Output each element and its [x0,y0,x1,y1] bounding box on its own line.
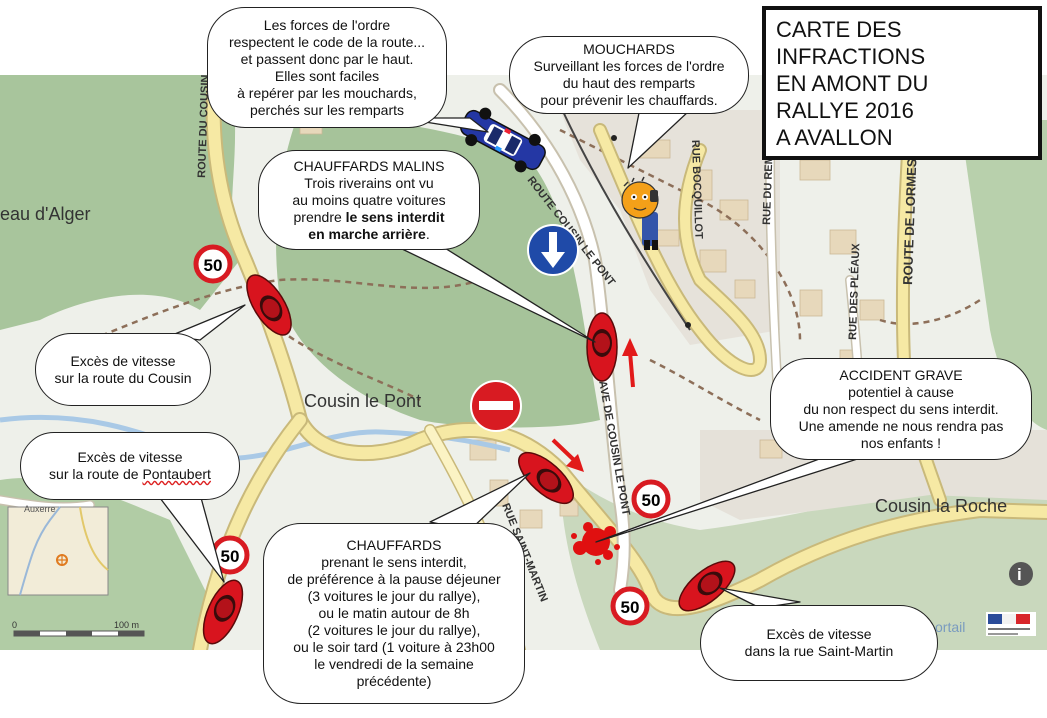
speed-limit-value: 50 [221,547,240,566]
republic-logo-icon [986,612,1036,636]
no-entry-sign [470,380,522,432]
footpaths [39,128,981,422]
bubble-text: prendre [293,208,346,225]
road-label: RUE BOCQUILLOT [689,140,704,240]
bubble-line: Les forces de l'ordre [263,16,391,33]
bubble-text: Pontaubert [142,466,211,482]
bubble-line: du non respect du sens interdit. [803,400,999,417]
direction-arrow-icon [622,338,638,388]
bubble-line: pour prévenir les chauffards. [540,92,718,108]
bubble-line: Excès de vitesse [766,626,872,642]
bubble-line: Trois riverains ont vu [304,174,434,191]
bubble-line: sur la route du Cousin [54,369,192,386]
direction-arrow-icon [551,438,584,472]
bubble-line: sur la route de Pontaubert [21,466,239,483]
saintmartin-speech-bubble: Excès de vitesse dans la rue Saint-Marti… [700,605,938,681]
bubble-line: Elles sont faciles [274,67,380,84]
bubble-line: potentiel à cause [848,383,954,400]
road-label: RUE DES PLÉAUX [846,242,862,340]
bubble-line: prenant le sens interdit, [321,554,467,570]
title-line: INFRACTIONS [776,44,926,69]
scale-start: 0 [12,620,17,630]
bubble-line: respectent le code de la route... [228,33,426,50]
info-glyph: i [1017,565,1022,584]
speed-limit-sign: 50 [210,535,250,575]
bubble-text: sur la route de [49,466,143,482]
bubble-line: Excès de vitesse [70,352,176,369]
bubble-line: CHAUFFARDS [346,537,442,553]
red-car-icon [678,560,736,612]
speed-limit-value: 50 [204,256,223,275]
red-car-icon [202,579,244,645]
pontaubert-speech-bubble: Excès de vitesse sur la route de Pontaub… [20,432,240,500]
mandatory-direction-sign [527,224,579,276]
bubble-bold-text: en marche arrière [308,225,426,242]
place-label: Cousin le Pont [304,391,421,411]
scale-end: 100 m [114,620,139,630]
title-line: RALLYE 2016 [776,98,914,123]
accident-speech-bubble: ACCIDENT GRAVE potentiel à cause du non … [770,358,1032,460]
road-label: ROUTE DE LORMES [900,158,919,285]
title-line: EN AMONT DU [776,71,929,96]
bubble-line: Une amende ne nous rendra pas [798,417,1004,434]
speed-limit-sign: 50 [631,479,671,519]
bubble-line: ou le matin autour de 8h [318,605,470,621]
title-line: A AVALLON [776,125,893,150]
bubble-line: précédente) [356,673,432,689]
bubble-line: Surveillant les forces de l'ordre [533,58,725,74]
title-line: CARTE DES [776,17,902,42]
bubble-line: du haut des remparts [562,75,696,91]
speed-limit-sign: 50 [193,244,233,284]
inset-label: Auxerre [24,504,56,514]
speed-limit-sign: 50 [610,586,650,626]
bubble-line: CHAUFFARDS MALINS [293,157,445,174]
bubble-line: et passent donc par le haut. [240,50,414,67]
cousin-speech-bubble: Excès de vitesse sur la route du Cousin [35,333,211,406]
bubble-line: en marche arrière. [259,226,479,243]
red-car-icon [246,274,292,336]
portal-text: ortail [935,619,965,635]
bubble-line: à repérer par les mouchards, [237,84,417,101]
forest-area [960,120,1047,430]
chauffards-speech-bubble: CHAUFFARDS prenant le sens interdit, de … [263,523,525,704]
place-label: Cousin la Roche [875,496,1007,516]
scale-bar: 0 100 m [12,620,145,637]
info-button-icon[interactable]: i [1009,562,1033,586]
police-speech-bubble: Les forces de l'ordre respectent le code… [207,7,447,128]
bubble-line: (3 voitures le jour du rallye), [307,588,481,604]
mouchards-speech-bubble: MOUCHARDS Surveillant les forces de l'or… [509,36,749,114]
bubble-line: au moins quatre voitures [292,191,446,208]
bubble-line: (2 voitures le jour du rallye), [307,622,481,638]
bubble-line: de préférence à la pause déjeuner [287,571,501,587]
speed-limit-value: 50 [621,598,640,617]
bubble-line: dans la rue Saint-Martin [744,643,894,659]
bubble-line: ACCIDENT GRAVE [839,366,963,383]
malins-speech-bubble: CHAUFFARDS MALINS Trois riverains ont vu… [258,150,480,250]
place-label: eau d'Alger [0,204,91,224]
lookout-character-icon [621,176,659,250]
red-car-icon [518,451,574,505]
bubble-line: prendre le sens interdit [259,209,479,226]
bubble-line: MOUCHARDS [583,41,675,57]
bubble-bold-text: le sens interdit [345,208,445,225]
red-car-icon [586,312,618,382]
bubble-line: ou le soir tard (1 voiture à 23h00 [293,639,495,655]
bubble-line: nos enfants ! [860,434,942,451]
bubble-line: perchés sur les remparts [249,101,405,118]
speed-limit-value: 50 [642,491,661,510]
bubble-line: Excès de vitesse [77,449,183,465]
inset-map: Auxerre [7,504,109,596]
map-title: CARTE DES INFRACTIONS EN AMONT DU RALLYE… [762,6,1042,160]
bubble-line: le vendredi de la semaine [314,656,474,672]
forest-area [0,75,240,330]
bubble-text: . [425,225,430,242]
rampart-wall [559,104,691,331]
